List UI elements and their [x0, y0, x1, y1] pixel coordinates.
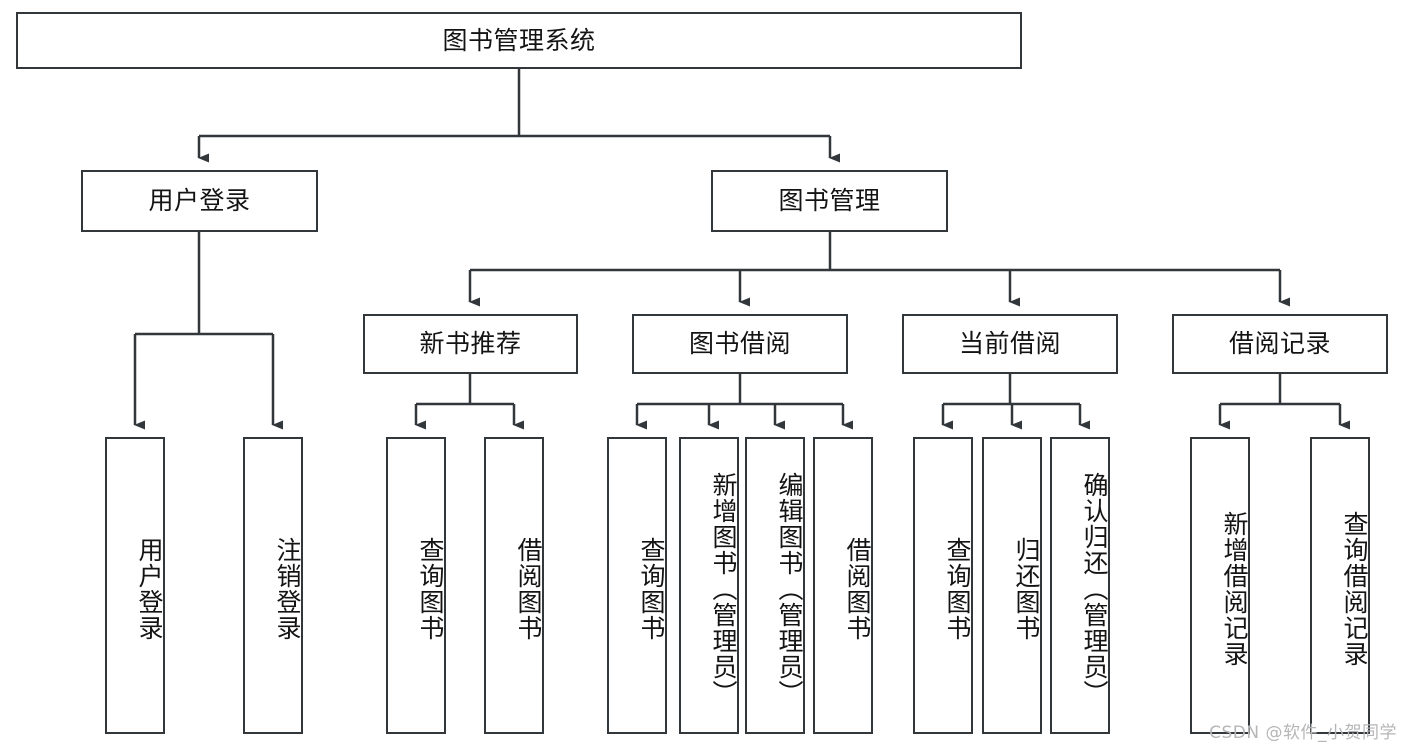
node-new-book-recommend-label: 新书推荐	[419, 329, 522, 359]
leaf-query-book-current-label: 查询图书	[943, 536, 972, 641]
leaf-confirm-return-admin[interactable]: 确认归还（管理员）	[1050, 437, 1110, 734]
leaf-user-login-label: 用户登录	[135, 536, 164, 641]
leaf-user-login[interactable]: 用户登录	[105, 437, 165, 734]
leaf-query-book-recommend-label: 查询图书	[416, 536, 445, 641]
leaf-borrow-book-recommend[interactable]: 借阅图书	[484, 437, 544, 734]
leaf-confirm-return-admin-label: 确认归还（管理员）	[1080, 471, 1109, 706]
node-user-login[interactable]: 用户登录	[81, 170, 318, 232]
node-current-borrow[interactable]: 当前借阅	[902, 314, 1118, 374]
leaf-add-borrow-record-label: 新增借阅记录	[1220, 510, 1249, 667]
watermark: CSDN @软件_小贺同学	[1209, 723, 1397, 743]
leaf-add-borrow-record[interactable]: 新增借阅记录	[1190, 437, 1250, 734]
leaf-borrow-book-label: 借阅图书	[843, 536, 872, 641]
node-book-borrow[interactable]: 图书借阅	[632, 314, 848, 374]
leaf-edit-book-admin-label: 编辑图书（管理员）	[775, 471, 804, 706]
node-book-management-label: 图书管理	[778, 186, 881, 216]
leaf-borrow-book[interactable]: 借阅图书	[813, 437, 873, 734]
node-book-borrow-label: 图书借阅	[688, 329, 791, 359]
leaf-query-book-current[interactable]: 查询图书	[913, 437, 973, 734]
leaf-return-book[interactable]: 归还图书	[982, 437, 1042, 734]
node-new-book-recommend[interactable]: 新书推荐	[363, 314, 578, 374]
node-book-management[interactable]: 图书管理	[711, 170, 948, 232]
leaf-logout-label: 注销登录	[273, 536, 302, 641]
leaf-logout[interactable]: 注销登录	[243, 437, 303, 734]
leaf-query-borrow-record-label: 查询借阅记录	[1340, 510, 1369, 667]
leaf-query-book-borrow-label: 查询图书	[637, 536, 666, 641]
leaf-add-book-admin-label: 新增图书（管理员）	[709, 471, 738, 706]
leaf-return-book-label: 归还图书	[1012, 536, 1041, 641]
leaf-query-book-borrow[interactable]: 查询图书	[607, 437, 667, 734]
node-root-label: 图书管理系统	[442, 25, 596, 55]
node-current-borrow-label: 当前借阅	[958, 329, 1061, 359]
leaf-add-book-admin[interactable]: 新增图书（管理员）	[679, 437, 739, 734]
node-borrow-record-label: 借阅记录	[1228, 329, 1331, 359]
leaf-edit-book-admin[interactable]: 编辑图书（管理员）	[745, 437, 805, 734]
leaf-borrow-book-recommend-label: 借阅图书	[514, 536, 543, 641]
leaf-query-book-recommend[interactable]: 查询图书	[386, 437, 446, 734]
node-borrow-record[interactable]: 借阅记录	[1172, 314, 1388, 374]
node-user-login-label: 用户登录	[148, 186, 251, 216]
leaf-query-borrow-record[interactable]: 查询借阅记录	[1310, 437, 1370, 734]
node-root[interactable]: 图书管理系统	[16, 12, 1022, 69]
